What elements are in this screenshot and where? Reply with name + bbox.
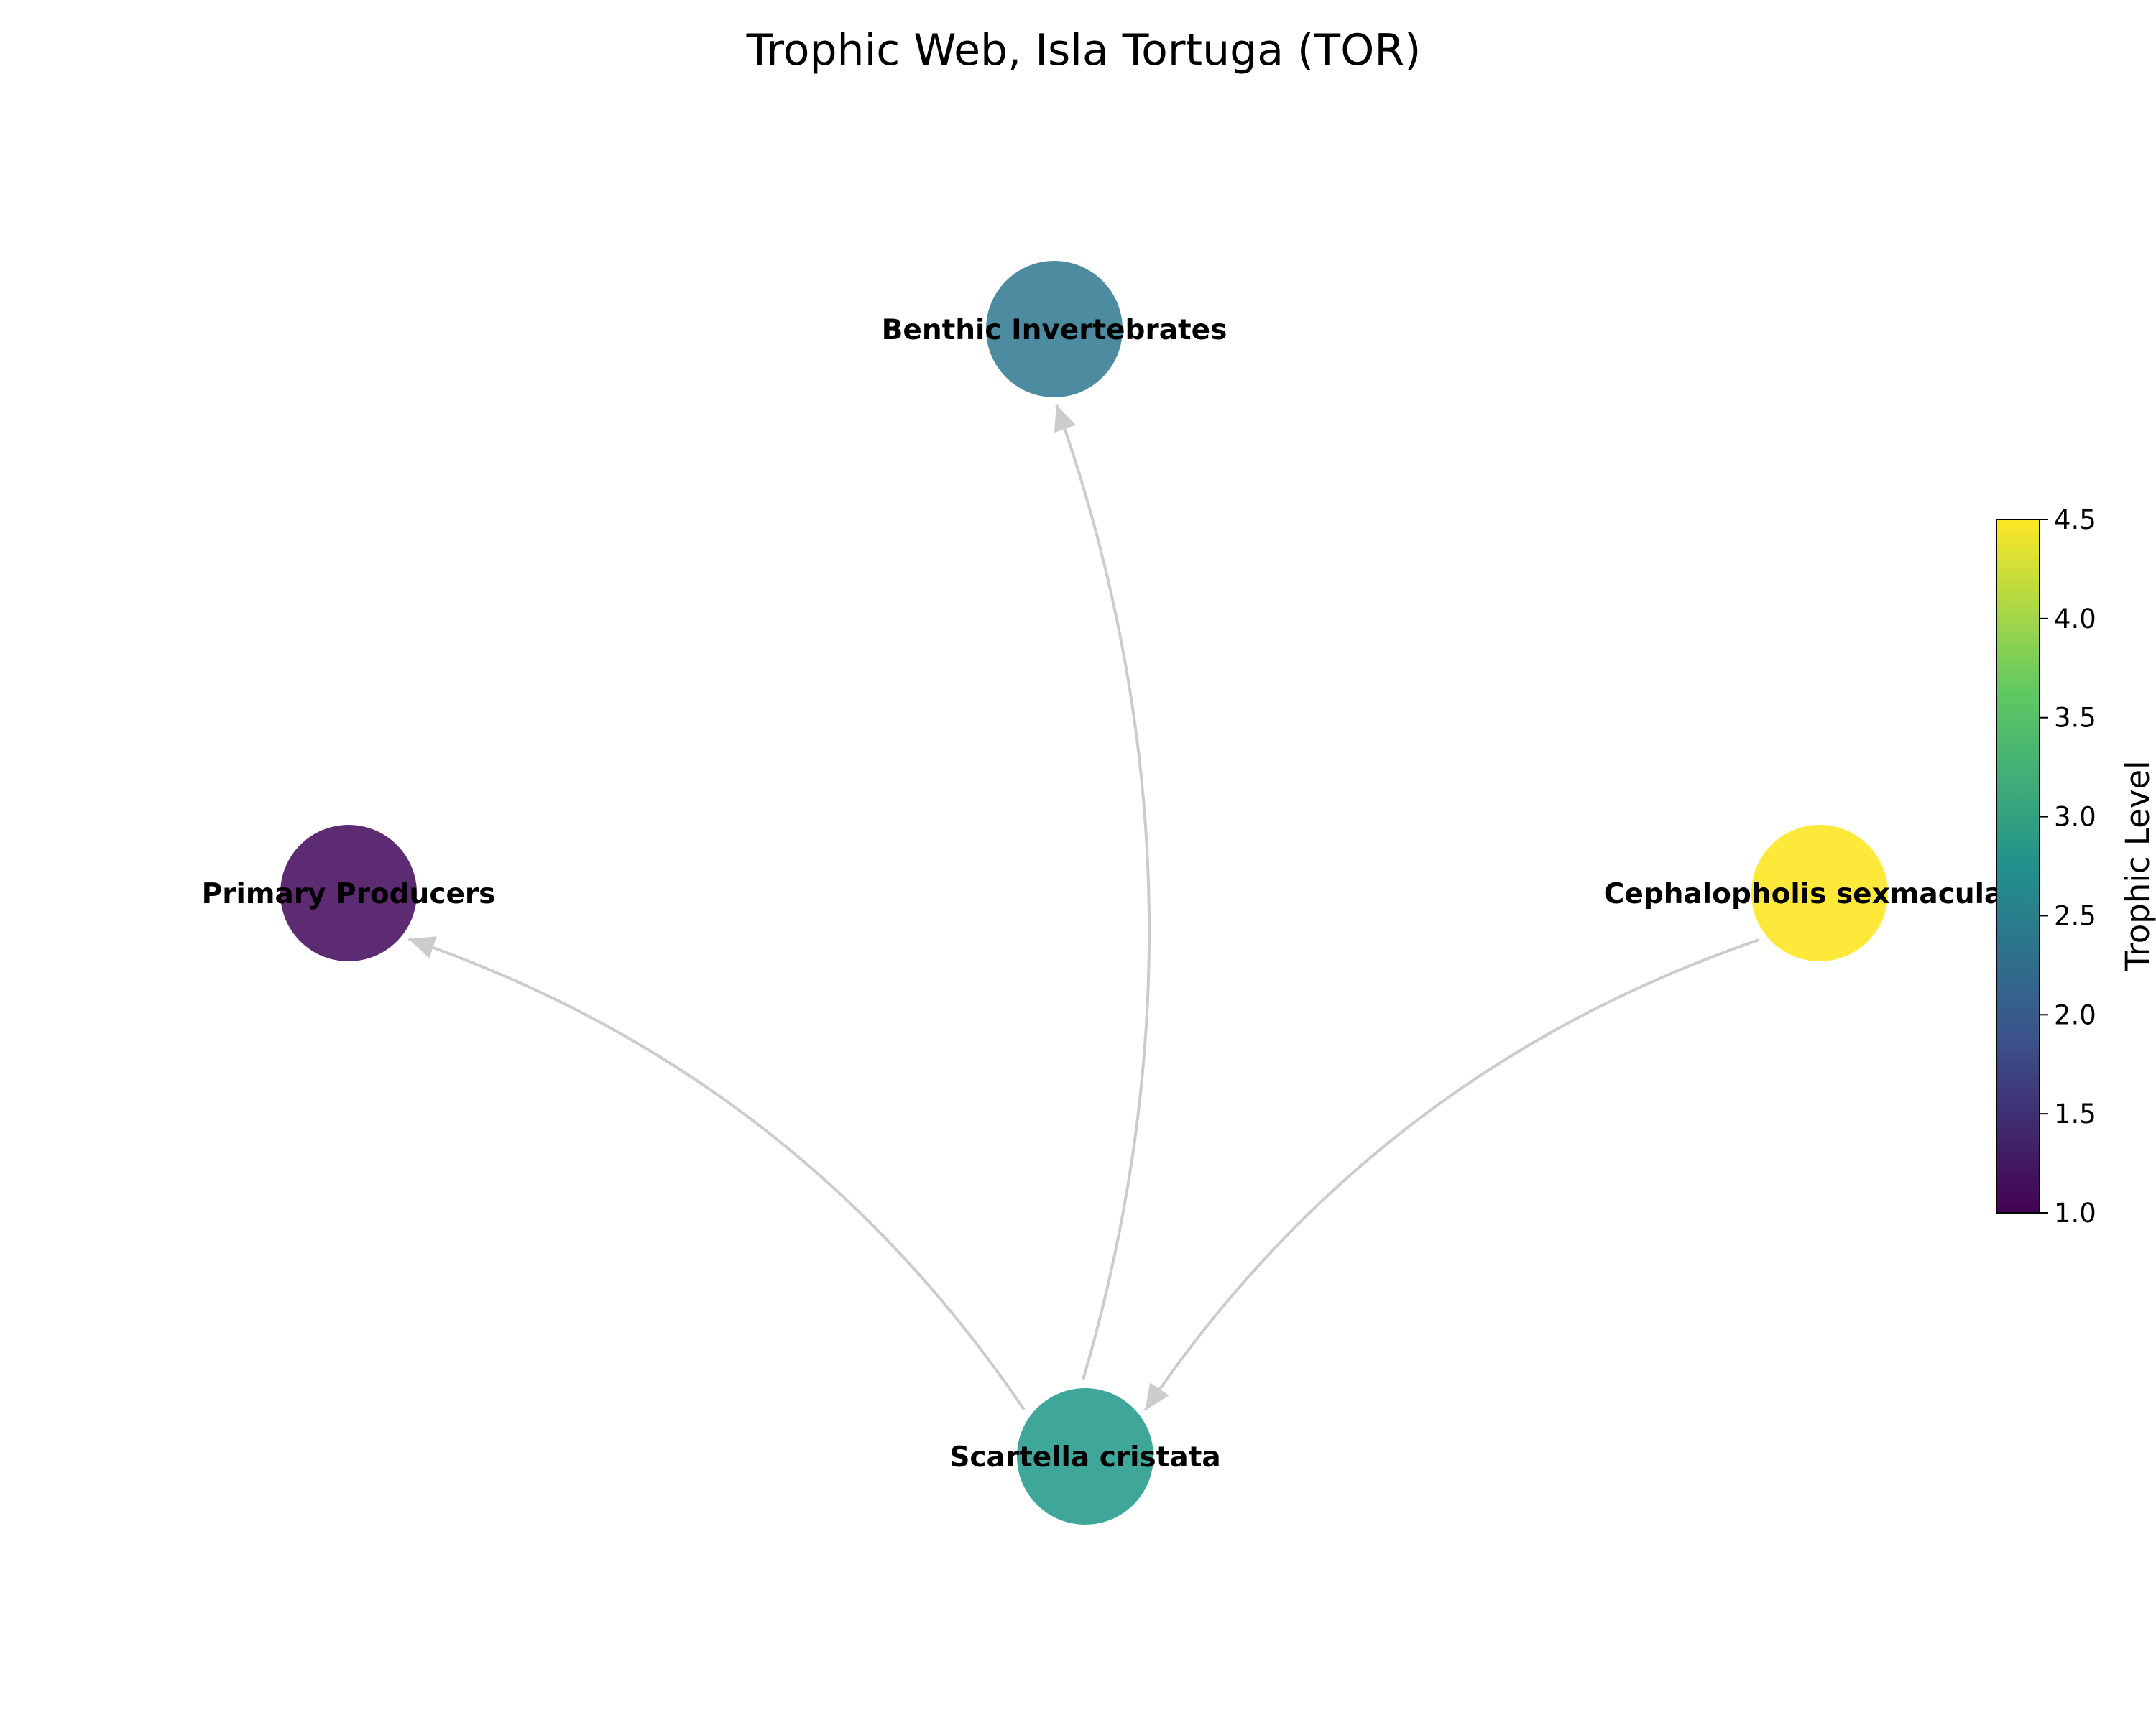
node-benthic: Benthic Invertebrates xyxy=(882,261,1227,397)
colorbar-tick-label: 4.5 xyxy=(2054,504,2096,535)
colorbar-tick-label: 3.5 xyxy=(2054,703,2096,734)
colorbar-label: Trophic Level xyxy=(2119,760,2156,971)
node-circle-cephalopholis xyxy=(1751,825,1888,961)
node-circle-benthic xyxy=(986,261,1123,397)
node-label-benthic: Benthic Invertebrates xyxy=(882,314,1227,346)
node-label-scartella: Scartella cristata xyxy=(949,1441,1220,1474)
colorbar-tick-label: 3.0 xyxy=(2054,802,2096,833)
node-cephalopholis: Cephalopholis sexmaculata xyxy=(1604,825,2036,961)
colorbar: 1.0 1.5 2.0 2.5 3.0 3.5 4.0 4.5 Trophic Level xyxy=(1996,504,2156,1229)
figure-title: Trophic Web, Isla Tortuga (TOR) xyxy=(746,25,1422,75)
node-label-producers: Primary Producers xyxy=(202,878,496,910)
edge-cephalopholis-to-scartella xyxy=(1143,938,1759,1412)
arrowhead-scartella-to-benthic xyxy=(1054,404,1076,433)
edge-layer xyxy=(407,404,1759,1412)
colorbar-tick-label: 2.5 xyxy=(2054,900,2096,931)
colorbar-tick-label: 2.0 xyxy=(2054,999,2096,1030)
node-label-cephalopholis: Cephalopholis sexmaculata xyxy=(1604,878,2036,910)
node-circle-producers xyxy=(280,825,417,961)
colorbar-tick-label: 4.0 xyxy=(2054,604,2096,634)
colorbar-gradient xyxy=(1996,519,2040,1214)
colorbar-ticks: 1.0 1.5 2.0 2.5 3.0 3.5 4.0 4.5 xyxy=(2040,504,2096,1229)
node-circle-scartella xyxy=(1017,1388,1153,1525)
node-scartella: Scartella cristata xyxy=(949,1388,1221,1525)
arrowhead-cephalopholis-to-scartella xyxy=(1145,1382,1169,1411)
node-producers: Primary Producers xyxy=(202,825,496,961)
colorbar-tick-label: 1.5 xyxy=(2054,1099,2096,1129)
arrowhead-scartella-to-producers xyxy=(408,936,437,958)
colorbar-tick-label: 1.0 xyxy=(2054,1198,2096,1229)
edge-scartella-to-benthic xyxy=(1054,404,1151,1380)
edge-scartella-to-producers xyxy=(407,937,1026,1411)
